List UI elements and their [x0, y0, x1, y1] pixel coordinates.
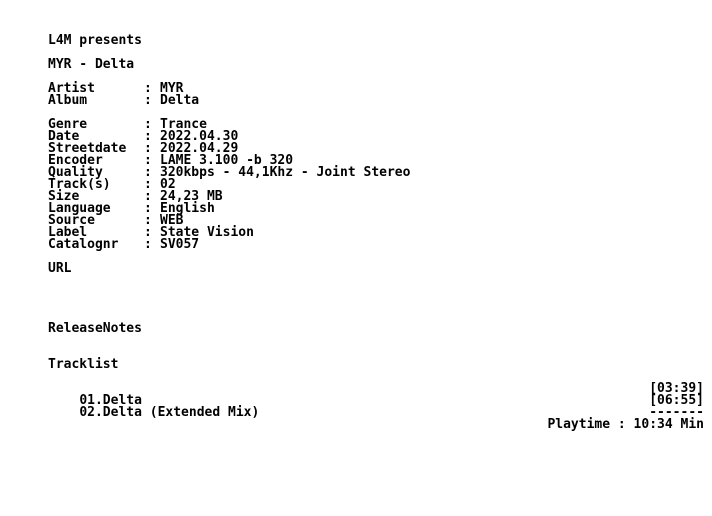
info-separator: :	[144, 93, 152, 108]
playtime-rule: -------	[649, 405, 704, 420]
info-key: Size	[48, 189, 80, 204]
info-row-size: Size:24,23 MB	[48, 189, 704, 204]
presenter-line: L4M presents	[48, 33, 142, 48]
tracklist-heading: Tracklist	[48, 357, 119, 372]
info-value: 2022.04.29	[160, 141, 239, 156]
info-row-catalognr: Catalognr: SV057	[48, 237, 704, 252]
track-row: 02.Delta (Extended Mix) [06:55]	[48, 393, 704, 419]
release-notes-heading: ReleaseNotes	[48, 321, 142, 336]
info-key: Catalognr	[48, 237, 119, 252]
info-separator: :	[144, 141, 152, 156]
info-separator: :	[144, 153, 152, 168]
info-key: Label	[48, 225, 88, 240]
info-separator: :	[144, 225, 152, 240]
info-value: 2022.04.30	[160, 129, 239, 144]
track-duration: [03:39]	[649, 381, 704, 396]
info-row-language: Language: English	[48, 201, 704, 216]
info-separator: :	[144, 129, 152, 144]
playtime-line: Playtime : 10:34 Min	[48, 417, 704, 432]
nfo-document: L4M presents MYR - Delta Artist: MYR Albu…	[48, 33, 704, 432]
info-row-label: Label: State Vision	[48, 225, 704, 240]
track-duration: [06:55]	[649, 393, 704, 408]
playtime-value: 10:34 Min	[633, 417, 704, 432]
info-separator: :	[144, 177, 152, 192]
info-key: Genre	[48, 117, 88, 132]
info-value: State Vision	[160, 225, 254, 240]
info-group-1: Artist: MYR Album: Delta	[48, 81, 704, 108]
info-key: Track(s)	[48, 177, 111, 192]
info-separator: :	[144, 189, 152, 204]
info-value: Trance	[160, 117, 207, 132]
track-title: 01.Delta	[79, 393, 142, 408]
info-key: Album	[48, 93, 88, 108]
info-key: Language	[48, 201, 111, 216]
info-value: SV057	[160, 237, 200, 252]
info-row-date: Date:2022.04.30	[48, 129, 704, 144]
info-key: Source	[48, 213, 95, 228]
info-group-2: Genre:Trance Date:2022.04.30 Streetdate:…	[48, 117, 704, 252]
info-key: Date	[48, 129, 80, 144]
info-row-genre: Genre: Trance	[48, 117, 704, 132]
info-value: 320kbps - 44,1Khz - Joint Stereo	[160, 165, 411, 180]
info-value: LAME 3.100 -b 320	[160, 153, 294, 168]
info-value: English	[160, 201, 215, 216]
release-title: MYR - Delta	[48, 57, 135, 72]
track-row: 01.Delta [03:39]	[48, 381, 704, 407]
info-separator: :	[144, 237, 152, 252]
info-separator: :	[144, 117, 152, 132]
info-key: Artist	[48, 81, 95, 96]
info-row-tracks: Track(s):02	[48, 177, 704, 192]
info-row-encoder: Encoder: LAME 3.100 -b 320	[48, 153, 704, 168]
track-title: 02.Delta (Extended Mix)	[79, 405, 260, 420]
info-separator: :	[144, 213, 152, 228]
info-key: Streetdate	[48, 141, 127, 156]
info-separator: :	[144, 165, 152, 180]
info-key: Encoder	[48, 153, 103, 168]
info-value: MYR	[160, 81, 184, 96]
playtime-label: Playtime :	[547, 417, 626, 432]
info-row-album: Album: Delta	[48, 93, 704, 108]
info-value: WEB	[160, 213, 184, 228]
info-value: 24,23 MB	[160, 189, 223, 204]
info-row-source: Source: WEB	[48, 213, 704, 228]
info-separator: :	[144, 201, 152, 216]
info-key: Quality	[48, 165, 103, 180]
info-row-streetdate: Streetdate:2022.04.29	[48, 141, 704, 156]
info-value: 02	[160, 177, 176, 192]
info-value: Delta	[160, 93, 200, 108]
info-separator: :	[144, 81, 152, 96]
url-heading: URL	[48, 261, 72, 276]
info-row-quality: Quality:320kbps - 44,1Khz - Joint Stereo	[48, 165, 704, 180]
info-row-artist: Artist: MYR	[48, 81, 704, 96]
